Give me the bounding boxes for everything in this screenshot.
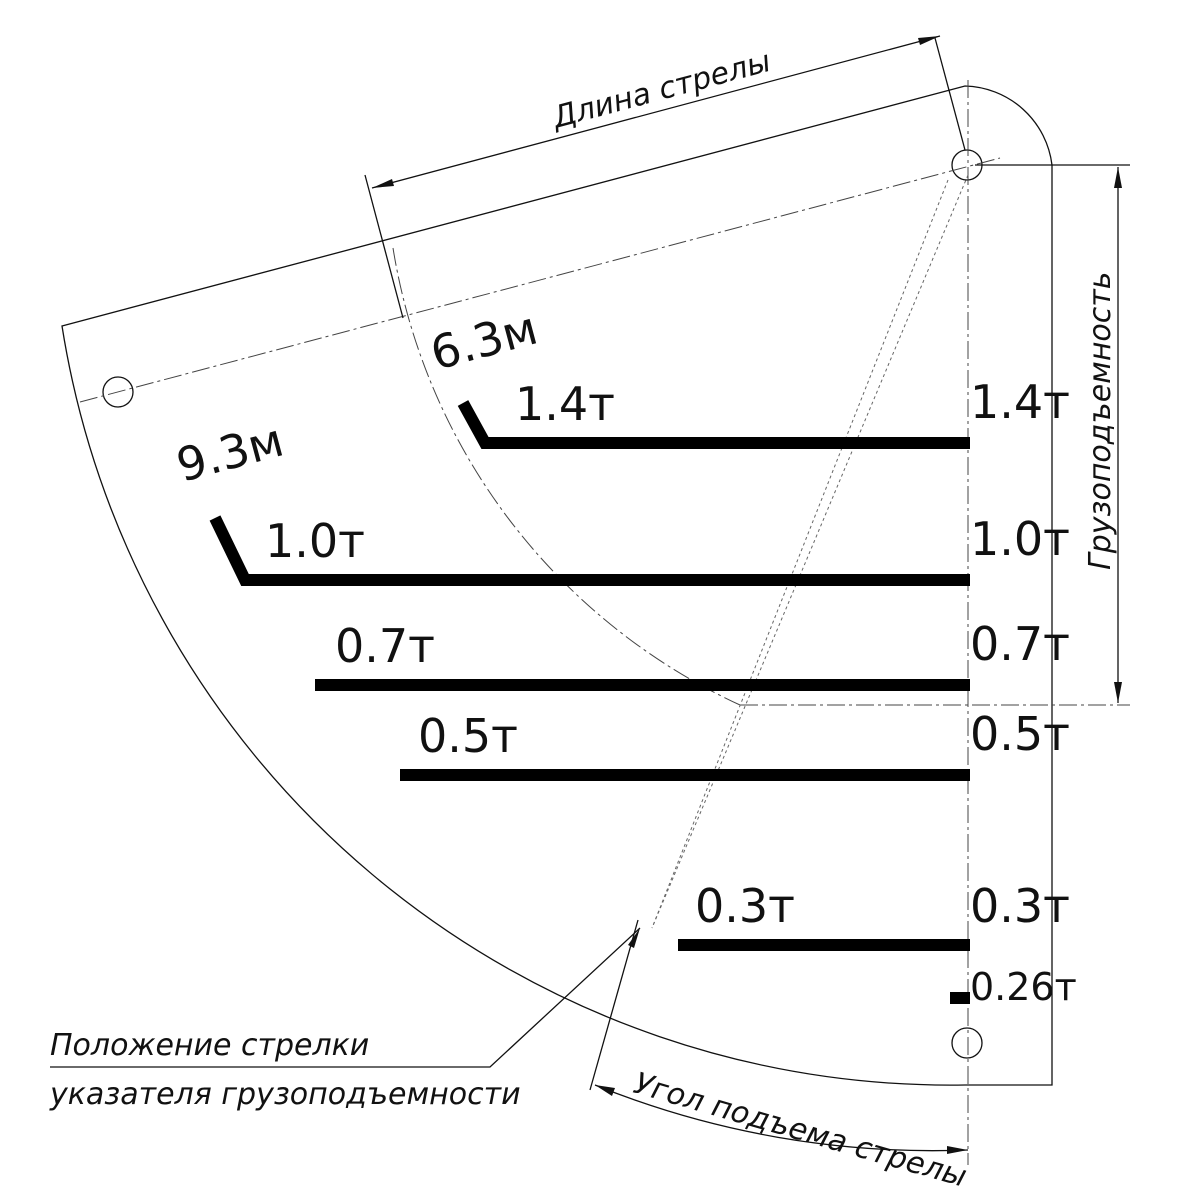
right-load-label-0-3t: 0.3т	[970, 879, 1070, 933]
boom-mark-9-3m: 9.3м	[171, 413, 289, 493]
boom-angle-arc	[594, 1084, 969, 1152]
boom-length-extension-right	[934, 37, 966, 151]
pointer-note-line2: указателя грузоподъемности	[49, 1077, 521, 1112]
pointer-line-b	[651, 179, 949, 929]
centerline-diagonal	[79, 157, 1001, 403]
load-dim-arrow-top	[1114, 167, 1122, 188]
load-bar-1-0t	[209, 515, 970, 586]
pointer-note-line1: Положение стрелки	[50, 1028, 369, 1063]
load-capacity-label: Грузоподъемность	[1083, 272, 1118, 570]
mounting-hole-bottom	[951, 1027, 983, 1059]
right-load-label-1-4t: 1.4т	[970, 375, 1070, 429]
boom-angle-extension	[589, 919, 639, 1091]
boom-angle-arrow-right	[947, 1146, 968, 1154]
boom-angle-label: Угол подъема стрелы	[630, 1066, 971, 1195]
plate-outline	[61, 85, 1053, 1086]
boom-angle-arrow-left	[595, 1085, 615, 1096]
arc-6-3m	[392, 247, 741, 706]
right-load-label-0-26t: 0.26т	[970, 965, 1077, 1009]
load-dim-arrow-bottom	[1114, 682, 1122, 703]
boom-length-arrow-left	[372, 179, 394, 188]
boom-mark-6-3m: 6.3м	[425, 301, 543, 381]
boom-length-dim-line	[371, 35, 941, 189]
pointer-line-a	[651, 174, 969, 929]
left-load-label-1-4t: 1.4т	[515, 377, 615, 431]
pointer-note-leader	[50, 927, 641, 1068]
boom-length-arrow-right	[918, 36, 940, 45]
right-load-label-0-5t: 0.5т	[970, 707, 1070, 761]
boom-length-extension-left	[364, 174, 404, 319]
left-load-label-0-3t: 0.3т	[695, 879, 795, 933]
left-load-label-0-7t: 0.7т	[335, 619, 435, 673]
left-load-label-0-5t: 0.5т	[418, 709, 518, 763]
load-bar-1-4t	[457, 400, 970, 449]
pointer-note-arrow	[628, 928, 640, 948]
right-load-label-1-0t: 1.0т	[970, 512, 1070, 566]
mounting-hole-left	[102, 376, 134, 408]
right-load-label-0-7t: 0.7т	[970, 617, 1070, 671]
left-load-label-1-0t: 1.0т	[265, 514, 365, 568]
